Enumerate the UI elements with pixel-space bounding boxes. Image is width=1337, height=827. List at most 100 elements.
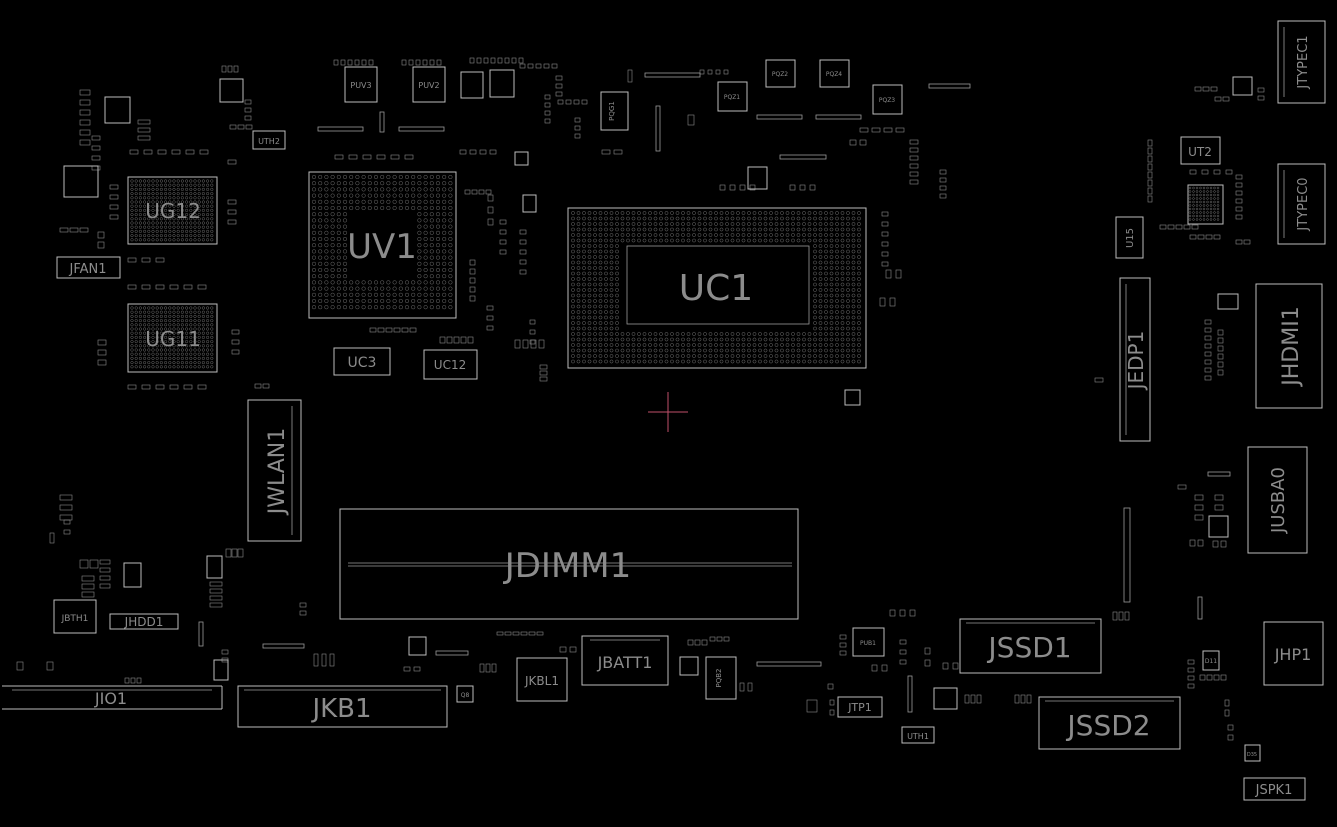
strip-part <box>398 126 445 132</box>
jedp1-label: JEDP1 <box>1124 331 1148 392</box>
pqz2-label: PQZ2 <box>772 71 788 78</box>
jtp1-connector[interactable]: JTP1 <box>837 696 883 718</box>
d35-chip[interactable]: D35 <box>1244 744 1261 762</box>
jusba0-connector[interactable]: JUSBA0 <box>1247 446 1308 554</box>
jssd2-connector[interactable]: JSSD2 <box>1038 696 1181 750</box>
unlabeled-chip[interactable] <box>933 687 958 710</box>
unlabeled-chip[interactable] <box>1232 76 1253 96</box>
puv2-label: PUV2 <box>418 81 439 90</box>
puv3-chip[interactable]: PUV3 <box>344 66 378 103</box>
unlabeled-chip[interactable] <box>408 636 427 656</box>
uc12-label: UC12 <box>434 358 466 372</box>
unlabeled-chip[interactable] <box>104 96 131 124</box>
pqz2-chip[interactable]: PQZ2 <box>765 59 796 88</box>
unlabeled-chip[interactable] <box>123 562 142 588</box>
unlabeled-chip[interactable] <box>460 71 484 99</box>
pqb2-label: PQB2 <box>715 669 723 688</box>
unlabeled-chip[interactable] <box>747 166 768 190</box>
unlabeled-chip[interactable] <box>63 165 99 198</box>
uv1-chip[interactable]: UV1 <box>308 171 457 319</box>
unlabeled-chip[interactable] <box>1208 515 1229 538</box>
jhdmi1-connector[interactable]: JHDMI1 <box>1255 283 1323 409</box>
unlabeled-chip[interactable] <box>219 78 244 103</box>
jbatt1-label: JBATT1 <box>597 653 653 672</box>
pqg1-label: PQG1 <box>608 101 616 121</box>
unlabeled-chip[interactable] <box>1187 184 1224 225</box>
jspk1-label: JSPK1 <box>1255 783 1293 798</box>
jspk1-connector[interactable]: JSPK1 <box>1243 777 1306 801</box>
puv2-chip[interactable]: PUV2 <box>412 66 446 103</box>
pqz4-chip[interactable]: PQZ4 <box>819 59 850 88</box>
uth1-chip[interactable]: UTH1 <box>901 726 935 744</box>
ug11-label: UG11 <box>145 327 201 351</box>
jdimm1-connector[interactable]: JDIMM1 <box>339 508 799 620</box>
strip-part <box>317 126 364 132</box>
unlabeled-chip[interactable] <box>522 194 537 213</box>
jssd2-label: JSSD2 <box>1065 709 1150 742</box>
ut2-chip[interactable]: UT2 <box>1180 136 1221 165</box>
jdimm1-label: JDIMM1 <box>503 546 632 586</box>
unlabeled-chip[interactable] <box>206 555 223 579</box>
jhdmi1-label: JHDMI1 <box>1279 306 1304 387</box>
q8-chip[interactable]: Q8 <box>456 685 474 703</box>
d35-label: D35 <box>1247 752 1257 758</box>
strip-part <box>815 114 862 120</box>
pub1-label: PUB1 <box>860 640 876 647</box>
jhp1-label: JHP1 <box>1274 645 1312 664</box>
u15-chip[interactable]: U15 <box>1115 216 1144 259</box>
ug11-chip[interactable]: UG11 <box>127 303 218 373</box>
strip-part <box>1197 596 1203 620</box>
jbth1-connector[interactable]: JBTH1 <box>53 599 97 634</box>
uc3-label: UC3 <box>348 355 377 371</box>
strip-part <box>644 72 701 78</box>
jwlan1-connector[interactable]: JWLAN1 <box>247 399 302 542</box>
q8-label: Q8 <box>461 692 470 699</box>
jtypec0-label: JTYPEC0 <box>1296 177 1311 231</box>
unlabeled-chip[interactable] <box>679 656 699 676</box>
pqb2-chip[interactable]: PQB2 <box>705 656 737 700</box>
jtp1-label: JTP1 <box>847 701 872 714</box>
strip-part <box>928 83 971 89</box>
pub1-chip[interactable]: PUB1 <box>852 627 885 657</box>
uc3-chip[interactable]: UC3 <box>333 347 391 376</box>
uc1-label: UC1 <box>679 268 753 309</box>
puv3-label: PUV3 <box>350 81 371 90</box>
jtypec1-label: JTYPEC1 <box>1296 35 1311 89</box>
jssd1-label: JSSD1 <box>986 631 1071 664</box>
strip-part <box>1207 471 1231 477</box>
pqz1-chip[interactable]: PQZ1 <box>717 81 748 112</box>
unlabeled-chip[interactable] <box>1217 293 1239 310</box>
pqz3-chip[interactable]: PQZ3 <box>872 84 903 115</box>
jfan1-label: JFAN1 <box>68 262 106 277</box>
uc12-chip[interactable]: UC12 <box>423 349 478 380</box>
jhdd1-label: JHDD1 <box>124 615 164 629</box>
jtypec1-connector[interactable]: JTYPEC1 <box>1277 20 1326 104</box>
jhp1-connector[interactable]: JHP1 <box>1263 621 1324 686</box>
jbatt1-connector[interactable]: JBATT1 <box>581 635 669 686</box>
uth2-label: UTH2 <box>258 137 280 146</box>
unlabeled-chip[interactable] <box>844 389 861 406</box>
unlabeled-chip[interactable] <box>489 69 515 98</box>
ut2-label: UT2 <box>1188 145 1212 159</box>
unlabeled-chip[interactable] <box>514 151 529 166</box>
strip-part <box>779 154 827 160</box>
unlabeled-chip[interactable] <box>213 659 229 681</box>
uc1-cpu[interactable]: UC1 <box>567 207 867 369</box>
jkbl1-connector[interactable]: JKBL1 <box>516 657 568 702</box>
jfan1-connector[interactable]: JFAN1 <box>56 256 121 279</box>
jtypec0-connector[interactable]: JTYPEC0 <box>1277 163 1326 245</box>
pqg1-chip[interactable]: PQG1 <box>600 91 629 131</box>
jssd1-connector[interactable]: JSSD1 <box>959 618 1102 674</box>
d11-chip[interactable]: D11 <box>1202 650 1220 671</box>
strip-part <box>756 661 822 667</box>
jhdd1-connector[interactable]: JHDD1 <box>109 613 179 630</box>
ug12-chip[interactable]: UG12 <box>127 176 218 245</box>
jedp1-connector[interactable]: JEDP1 <box>1119 277 1151 442</box>
uth2-chip[interactable]: UTH2 <box>252 130 286 150</box>
jio1-connector[interactable]: JIO1 <box>2 685 223 710</box>
uth1-label: UTH1 <box>907 732 929 741</box>
jkb1-connector[interactable]: JKB1 <box>237 685 448 728</box>
strip-part <box>435 650 469 656</box>
ug12-label: UG12 <box>145 199 201 223</box>
